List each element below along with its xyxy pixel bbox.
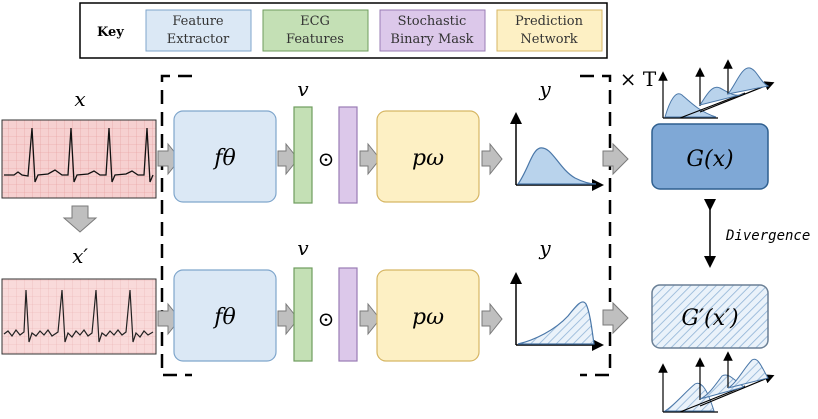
key-swatch-stochastic-mask xyxy=(379,9,486,52)
key-label-stochastic-mask-line2: Binary Mask xyxy=(390,32,473,47)
arrow-f-to-v-bottom xyxy=(277,302,299,336)
hadamard-op-bottom: ⊙ xyxy=(318,307,335,331)
binary-mask-top xyxy=(338,106,358,204)
arrow-p-to-y-bottom xyxy=(481,302,503,336)
key-label-feature-extractor-line2: Extractor xyxy=(167,32,230,47)
arrow-to-G-bottom xyxy=(602,301,629,335)
key-title: Key xyxy=(97,25,124,40)
key-label-prediction-network-line2: Network xyxy=(520,32,577,47)
feature-extractor-top xyxy=(173,110,277,203)
binary-mask-bottom xyxy=(338,267,358,362)
label-p-omega-bottom: pω xyxy=(412,305,444,330)
label-divergence: Divergence xyxy=(725,228,810,244)
prediction-network-bottom xyxy=(376,269,480,362)
key-label-feature-extractor-line1: Feature xyxy=(172,14,224,29)
label-f-theta-bottom: fθ xyxy=(212,305,235,330)
key-swatch-feature-extractor xyxy=(145,9,252,52)
label-p-omega-top: pω xyxy=(412,146,444,171)
left-bracket xyxy=(160,74,192,377)
label-v-bottom: v xyxy=(297,236,309,260)
label-v-top: v xyxy=(297,77,309,101)
G-prime-x-prime-box xyxy=(651,284,769,349)
stacked-distributions-bottom xyxy=(658,351,775,413)
augment-down-arrow xyxy=(62,205,98,233)
stacked-distributions-top xyxy=(658,59,775,119)
key-swatch-ecg-features xyxy=(262,9,369,52)
model-bracket xyxy=(160,74,612,377)
output-distribution-top xyxy=(510,112,604,191)
feature-extractor-bottom xyxy=(173,269,277,362)
prediction-network-top xyxy=(376,110,480,203)
key-label-prediction-network-line1: Prediction xyxy=(515,14,584,29)
G-x-box xyxy=(651,123,769,190)
arrow-mask-to-p-top xyxy=(359,142,381,176)
ecg-features-v-top xyxy=(293,106,313,204)
label-x-top: x xyxy=(74,87,85,111)
label-x-bottom: x′ xyxy=(72,244,88,268)
label-times-T: × T xyxy=(620,67,657,91)
output-distribution-bottom xyxy=(510,272,604,351)
key-label-stochastic-mask-line1: Stochastic xyxy=(398,14,467,29)
label-G-x: G(x) xyxy=(686,147,733,172)
right-bracket xyxy=(580,74,612,377)
ecg-signal-bottom xyxy=(1,278,157,355)
arrow-to-G-top xyxy=(602,142,629,176)
label-y-top: y xyxy=(538,77,551,101)
hadamard-op-top: ⊙ xyxy=(318,147,335,171)
ecg-signal-top xyxy=(1,119,157,199)
key-label-ecg-features-line2: Features xyxy=(286,32,344,47)
key-label-ecg-features-line1: ECG xyxy=(300,14,330,29)
arrow-f-to-v-top xyxy=(277,142,299,176)
label-f-theta-top: fθ xyxy=(212,146,235,171)
arrow-p-to-y-top xyxy=(481,142,503,176)
key-swatch-prediction-network xyxy=(496,9,603,52)
key-legend: Key Feature Extractor ECG Features Stoch… xyxy=(79,2,608,59)
label-G-prime-x-prime: G′(x′) xyxy=(681,306,738,331)
ecg-features-v-bottom xyxy=(293,267,313,362)
arrow-mask-to-p-bottom xyxy=(359,302,381,336)
label-y-bottom: y xyxy=(538,236,551,260)
